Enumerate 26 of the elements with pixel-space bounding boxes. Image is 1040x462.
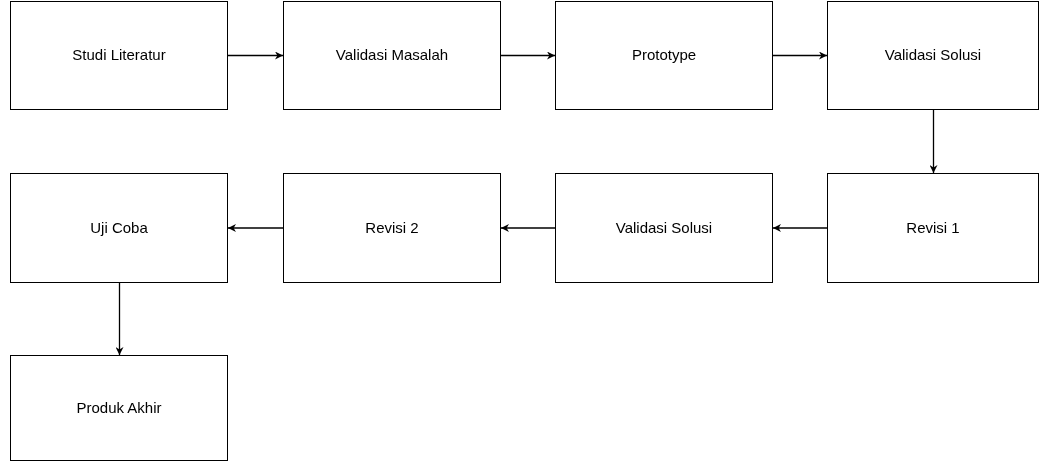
process-box — [827, 173, 1039, 283]
arrow — [115, 282, 124, 356]
arrow — [500, 51, 556, 60]
process-box — [827, 1, 1039, 110]
box-label: Validasi Solusi — [884, 46, 982, 65]
process-box — [10, 1, 228, 110]
arrow — [227, 224, 284, 232]
box-label: Validasi Masalah — [335, 46, 449, 65]
arrow — [500, 224, 556, 232]
box-label: Produk Akhir — [76, 398, 162, 418]
process-box — [555, 173, 773, 283]
process-box — [283, 1, 501, 110]
box-label: Prototype — [631, 46, 697, 65]
box-label: Revisi 2 — [365, 218, 419, 238]
box-label: Validasi Solusi — [615, 218, 713, 238]
process-box — [10, 173, 228, 283]
arrow — [772, 224, 828, 232]
process-box — [10, 355, 228, 461]
process-box — [283, 173, 501, 283]
arrow — [772, 51, 828, 60]
arrow — [227, 51, 284, 60]
box-label: Uji Coba — [90, 218, 148, 238]
arrow — [929, 109, 938, 174]
box-label: Studi Literatur — [72, 46, 166, 65]
process-box — [555, 1, 773, 110]
box-label: Revisi 1 — [906, 218, 960, 238]
